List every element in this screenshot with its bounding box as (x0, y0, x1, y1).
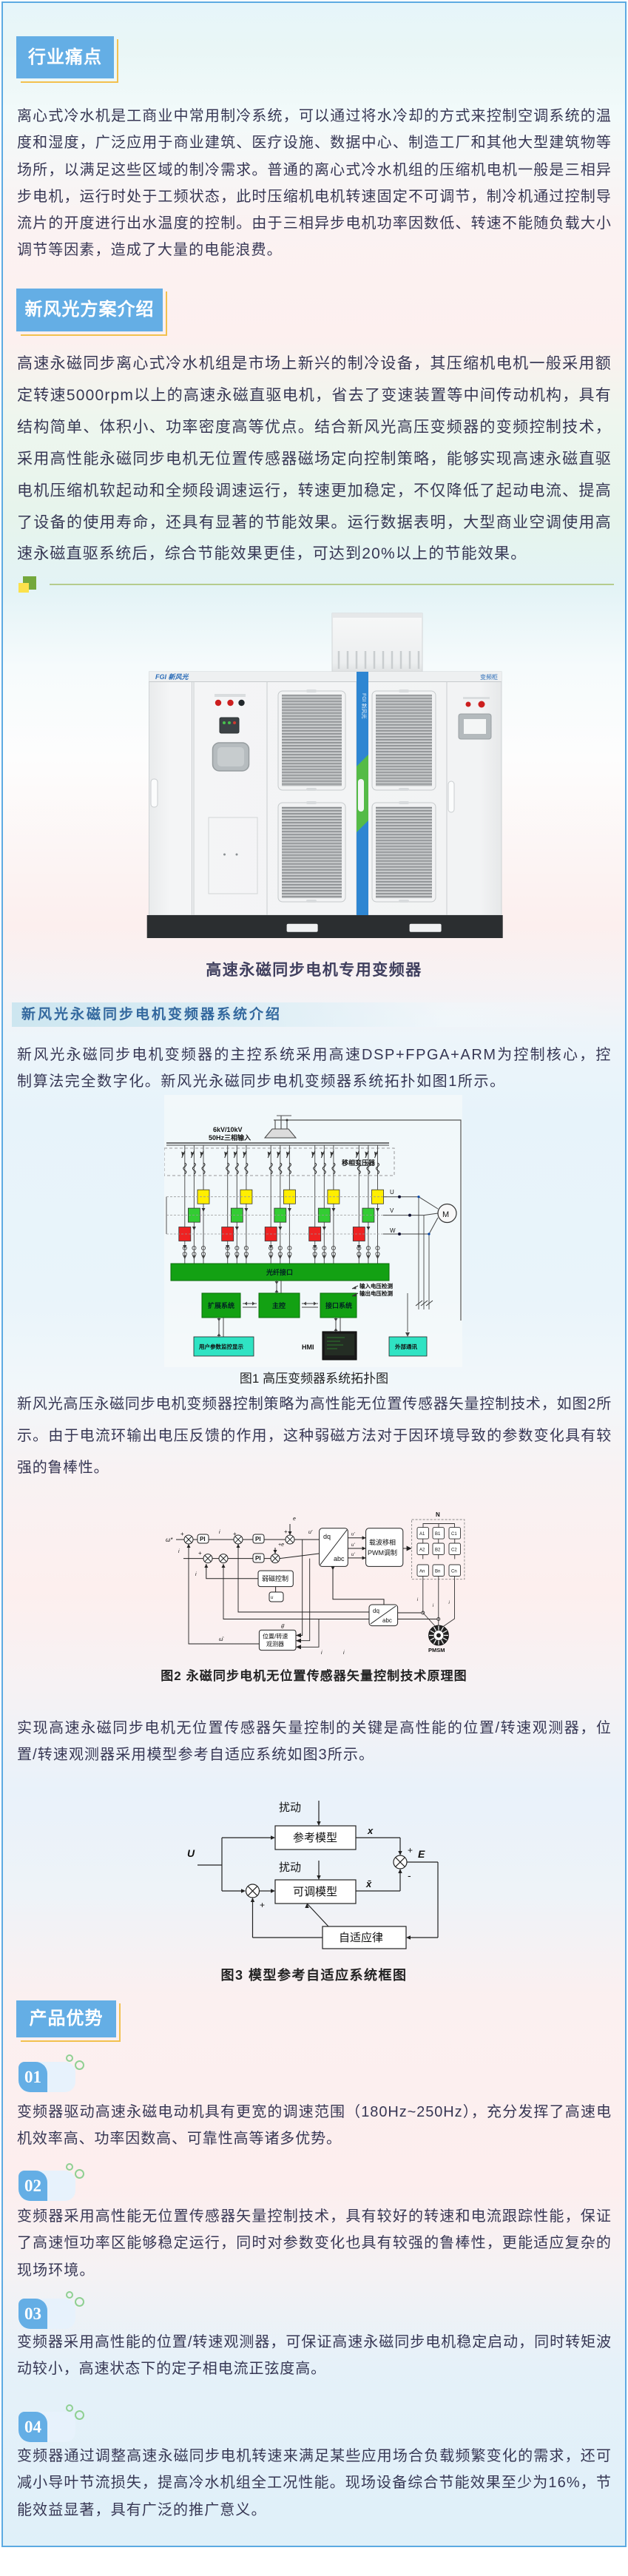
svg-text:输出电压检测: 输出电压检测 (359, 1289, 393, 1297)
svg-text:dq: dq (373, 1608, 379, 1614)
svg-text:A1: A1 (419, 1532, 425, 1537)
svg-text:变频柜: 变频柜 (480, 673, 498, 681)
svg-text:A2: A2 (419, 1548, 425, 1553)
svg-text:主控: 主控 (272, 1301, 286, 1309)
svg-text:U: U (187, 1847, 195, 1859)
svg-text:C1: C1 (451, 1532, 457, 1537)
svg-text:PI: PI (255, 1555, 261, 1562)
svg-text:V: V (390, 1207, 394, 1214)
svg-text:+: + (180, 1531, 184, 1537)
svg-text:扰动: 扰动 (279, 1861, 301, 1874)
svg-text:Bn: Bn (435, 1570, 440, 1574)
svg-text:u': u' (351, 1553, 355, 1557)
svg-text:+: + (198, 1550, 202, 1557)
svg-text:An: An (419, 1570, 425, 1574)
svg-text:e: e (293, 1517, 296, 1522)
svg-text:FGI 新风光: FGI 新风光 (361, 693, 368, 719)
svg-text:参考模型: 参考模型 (293, 1832, 337, 1844)
svg-text:u': u' (351, 1543, 355, 1548)
svg-text:50Hz三相输入: 50Hz三相输入 (209, 1133, 251, 1142)
svg-text:弱磁控制: 弱磁控制 (262, 1574, 288, 1582)
svg-text:i: i (195, 1572, 197, 1577)
svg-text:i: i (343, 1651, 345, 1656)
svg-text:B1: B1 (435, 1532, 441, 1537)
svg-text:U: U (390, 1189, 394, 1196)
svg-text:i: i (417, 1598, 419, 1602)
svg-text:PWM调制: PWM调制 (368, 1548, 397, 1557)
svg-text:i: i (433, 1604, 434, 1608)
svg-text:B2: B2 (435, 1548, 441, 1553)
svg-text:光纤接口: 光纤接口 (266, 1268, 293, 1276)
svg-text:ω̂: ω̂ (219, 1637, 224, 1642)
svg-text:M: M (442, 1210, 449, 1219)
svg-text:u': u' (308, 1530, 313, 1535)
svg-text:W: W (390, 1227, 396, 1234)
svg-text:ω*: ω* (166, 1537, 173, 1543)
svg-text:i: i (449, 1601, 450, 1605)
svg-text:+: + (284, 1528, 288, 1535)
svg-text:+: + (408, 1845, 413, 1855)
svg-text:观测器: 观测器 (266, 1641, 284, 1648)
svg-text:接口系统: 接口系统 (325, 1301, 352, 1309)
svg-text:+e: +e (278, 1542, 284, 1548)
svg-text:E: E (418, 1848, 425, 1860)
svg-text:i: i (178, 1549, 180, 1554)
svg-text:6kV/10kV: 6kV/10kV (213, 1126, 243, 1133)
svg-text:FGI 新风光: FGI 新风光 (155, 673, 189, 681)
svg-text:+: + (233, 1531, 237, 1537)
svg-text:N: N (436, 1511, 440, 1518)
svg-text:Cn: Cn (451, 1570, 457, 1574)
svg-text:θ̂: θ̂ (281, 1625, 286, 1630)
svg-text:自适应律: 自适应律 (339, 1931, 383, 1944)
svg-text:扰动: 扰动 (279, 1801, 301, 1814)
svg-text:C2: C2 (451, 1548, 457, 1553)
svg-text:abc: abc (382, 1617, 392, 1624)
svg-text:位置/转速: 位置/转速 (263, 1633, 288, 1640)
svg-text:abc: abc (334, 1555, 345, 1562)
svg-text:i: i (321, 1651, 323, 1656)
svg-text:PI: PI (255, 1536, 261, 1542)
svg-text:u: u (271, 1596, 274, 1600)
svg-text:u': u' (351, 1533, 355, 1537)
svg-text:+: + (260, 1900, 265, 1910)
svg-text:PMSM: PMSM (428, 1647, 445, 1653)
svg-text:用户参数监控显示: 用户参数监控显示 (199, 1343, 243, 1350)
svg-text:载波移相: 载波移相 (369, 1538, 396, 1546)
svg-text:可调模型: 可调模型 (293, 1886, 337, 1898)
svg-text:外部通讯: 外部通讯 (395, 1343, 417, 1350)
svg-text:dq: dq (323, 1533, 331, 1540)
svg-text:扩展系统: 扩展系统 (208, 1301, 234, 1309)
svg-text:x: x (367, 1825, 374, 1836)
svg-text:输入电压检测: 输入电压检测 (359, 1282, 393, 1289)
svg-text:HMI: HMI (302, 1343, 314, 1351)
svg-text:i: i (219, 1530, 220, 1535)
svg-text:PI: PI (200, 1536, 206, 1542)
svg-text:x̄: x̄ (365, 1878, 372, 1889)
svg-text:-: - (408, 1869, 411, 1881)
